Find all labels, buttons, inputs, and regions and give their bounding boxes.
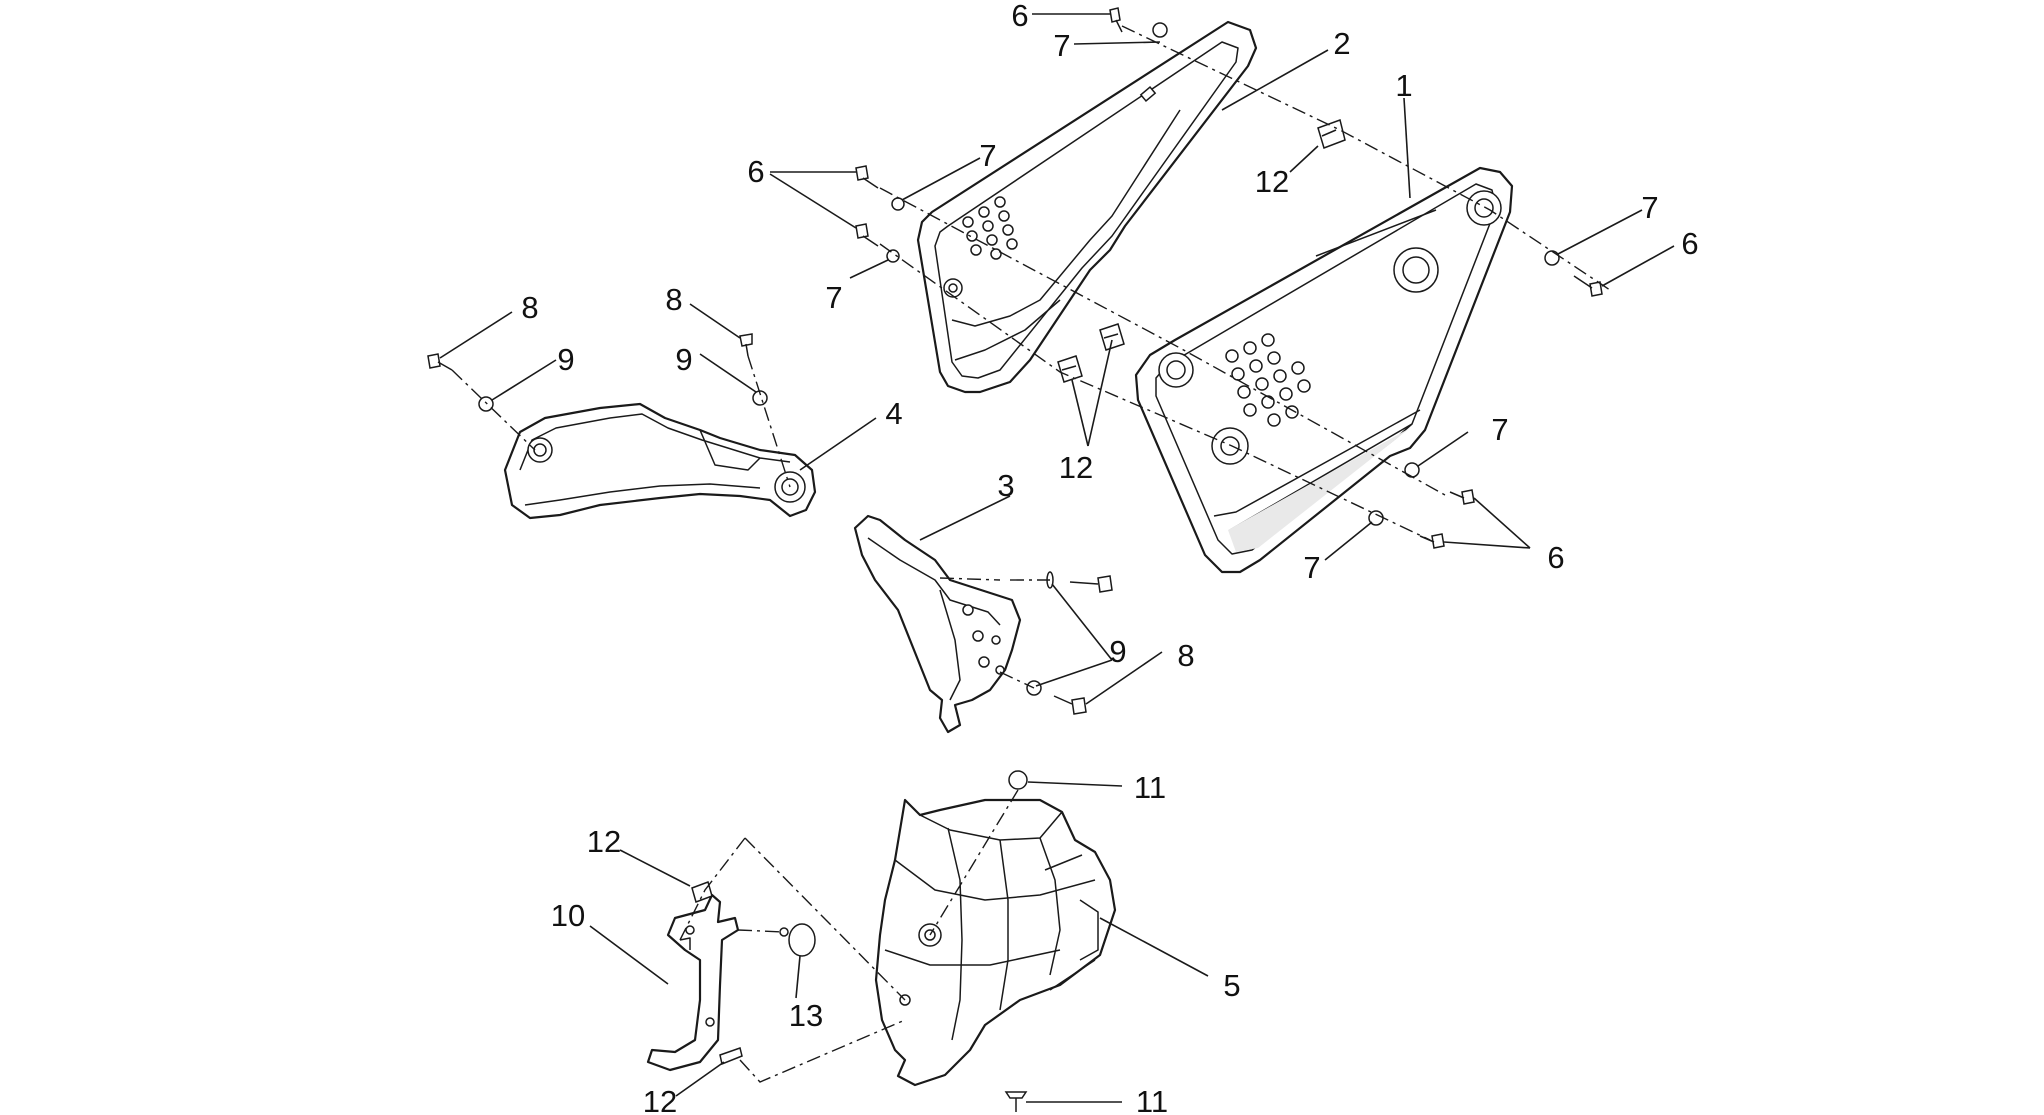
- callout-6: 6: [1547, 540, 1564, 575]
- callout-8: 8: [665, 282, 682, 317]
- part-4-curved-cover: [503, 402, 817, 520]
- callout-2: 2: [1333, 26, 1350, 61]
- callout-9: 9: [1109, 634, 1126, 669]
- callout-12: 12: [1059, 450, 1093, 485]
- callout-9: 9: [675, 342, 692, 377]
- callout-9: 9: [557, 342, 574, 377]
- callout-8: 8: [521, 290, 538, 325]
- part-10-bracket: [646, 893, 740, 1072]
- fasteners: [427, 7, 1603, 1112]
- callout-7: 7: [1303, 550, 1320, 585]
- part-2-vent-holes: [962, 196, 1018, 260]
- part-2-side-frame: [916, 20, 1258, 394]
- callout-11: 11: [1134, 770, 1166, 805]
- callout-3: 3: [997, 468, 1014, 503]
- assembly-lines: [451, 25, 1611, 1083]
- part-3-heel-guard: [853, 514, 1022, 734]
- callout-7: 7: [1491, 412, 1508, 447]
- callout-8: 8: [1177, 638, 1194, 673]
- callout-6: 6: [747, 154, 764, 189]
- callout-6: 6: [1681, 226, 1698, 261]
- leader-lines: [439, 13, 1675, 1103]
- callout-7: 7: [1641, 190, 1658, 225]
- callout-5: 5: [1223, 968, 1240, 1003]
- callout-labels: 6 7 2 1 12 7 6 7 6 7 8 9 8 9 4 12 7 7 6 …: [521, 0, 1698, 1115]
- part-5-engine-cover: [874, 798, 1117, 1087]
- callout-11: 11: [1136, 1084, 1168, 1115]
- callout-10: 10: [551, 898, 585, 933]
- callout-7: 7: [1053, 28, 1070, 63]
- callout-12: 12: [587, 824, 621, 859]
- callout-12: 12: [643, 1084, 677, 1115]
- callout-13: 13: [789, 998, 823, 1033]
- callout-12: 12: [1255, 164, 1289, 199]
- callout-7: 7: [979, 138, 996, 173]
- callout-1: 1: [1395, 68, 1412, 103]
- part-1-side-panel: [1134, 166, 1514, 574]
- callout-7: 7: [825, 280, 842, 315]
- callout-4: 4: [885, 396, 902, 431]
- part-1-vent-holes: [1225, 333, 1311, 427]
- callout-6: 6: [1011, 0, 1028, 33]
